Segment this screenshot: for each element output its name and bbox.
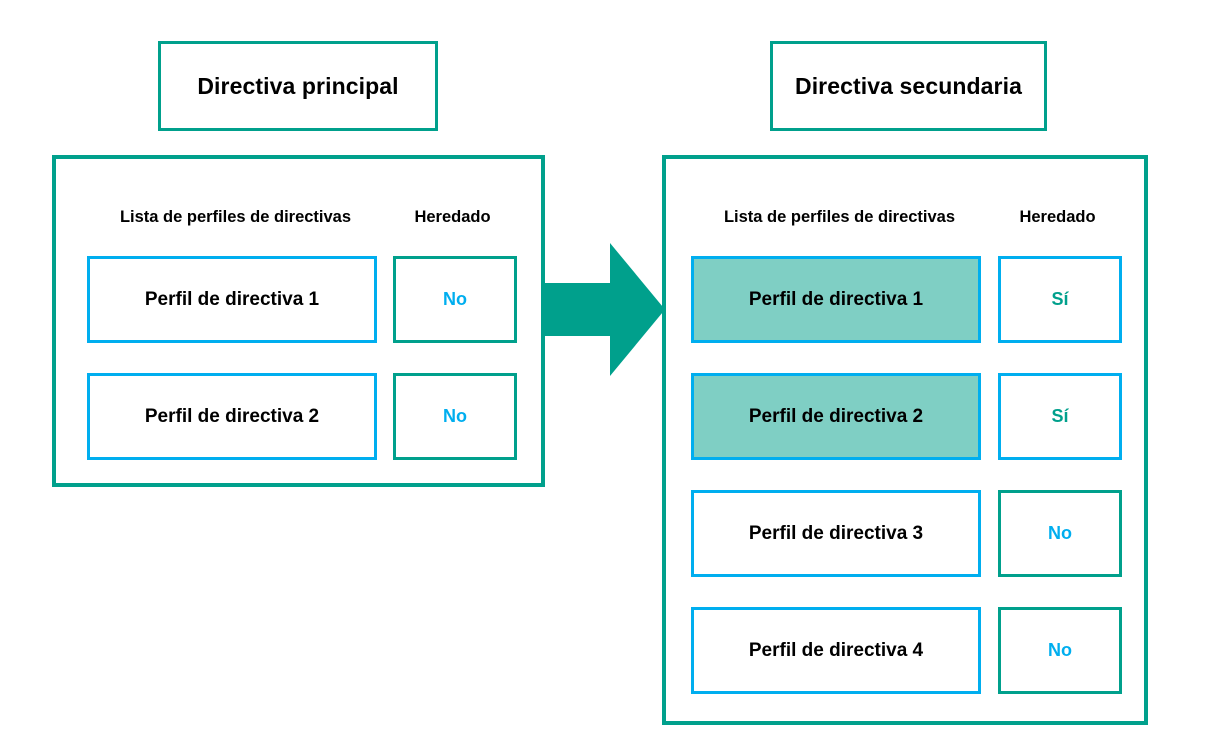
primary-inherited-cell-1[interactable]: No — [393, 256, 517, 343]
secondary-inherited-cell-1[interactable]: Sí — [998, 256, 1122, 343]
primary-inherited-value-2: No — [443, 406, 467, 426]
arrow-shape — [543, 243, 665, 376]
secondary-profile-cell-3[interactable]: Perfil de directiva 3 — [691, 490, 981, 577]
secondary-profile-cell-4[interactable]: Perfil de directiva 4 — [691, 607, 981, 694]
primary-policy-title-box: Directiva principal — [158, 41, 438, 131]
secondary-profile-label-2: Perfil de directiva 2 — [748, 405, 924, 427]
secondary-inherited-cell-2[interactable]: Sí — [998, 373, 1122, 460]
secondary-policy-title-text: Directiva secundaria — [794, 72, 1022, 99]
primary-policy-title-text: Directiva principal — [197, 72, 399, 99]
secondary-policy-title-box: Directiva secundaria — [770, 41, 1047, 131]
table-row: Perfil de directiva 2 Sí — [691, 373, 1122, 460]
secondary-profile-cell-1[interactable]: Perfil de directiva 1 — [691, 256, 981, 343]
secondary-profile-label-4: Perfil de directiva 4 — [748, 639, 924, 661]
table-row: Perfil de directiva 4 No — [691, 607, 1122, 694]
primary-profile-cell-2[interactable]: Perfil de directiva 2 — [87, 373, 377, 460]
table-row: Perfil de directiva 1 No — [87, 256, 517, 343]
primary-inherited-cell-2[interactable]: No — [393, 373, 517, 460]
secondary-inherited-cell-3[interactable]: No — [998, 490, 1122, 577]
secondary-inherited-value-4: No — [1048, 640, 1072, 660]
secondary-profile-label-1: Perfil de directiva 1 — [748, 288, 924, 310]
secondary-inherited-column-header: Heredado — [1019, 208, 1096, 226]
secondary-inherited-value-1: Sí — [1051, 289, 1069, 309]
table-row: Perfil de directiva 2 No — [87, 373, 517, 460]
secondary-profiles-column-header: Lista de perfiles de directivas — [723, 208, 956, 226]
primary-profile-label-2: Perfil de directiva 2 — [144, 405, 320, 427]
primary-profiles-column-header: Lista de perfiles de directivas — [119, 208, 352, 226]
secondary-inherited-value-2: Sí — [1051, 406, 1069, 426]
secondary-policy-panel: Lista de perfiles de directivas Heredado… — [662, 155, 1148, 725]
secondary-inherited-value-3: No — [1048, 523, 1072, 543]
primary-inherited-value-1: No — [443, 289, 467, 309]
primary-profile-cell-1[interactable]: Perfil de directiva 1 — [87, 256, 377, 343]
secondary-inherited-cell-4[interactable]: No — [998, 607, 1122, 694]
table-row: Perfil de directiva 3 No — [691, 490, 1122, 577]
primary-inherited-column-header: Heredado — [414, 208, 491, 226]
inheritance-flow-arrow — [543, 243, 665, 376]
table-row: Perfil de directiva 1 Sí — [691, 256, 1122, 343]
primary-policy-panel: Lista de perfiles de directivas Heredado… — [52, 155, 545, 487]
secondary-profile-cell-2[interactable]: Perfil de directiva 2 — [691, 373, 981, 460]
secondary-profile-label-3: Perfil de directiva 3 — [748, 522, 924, 544]
primary-profile-label-1: Perfil de directiva 1 — [144, 288, 320, 310]
